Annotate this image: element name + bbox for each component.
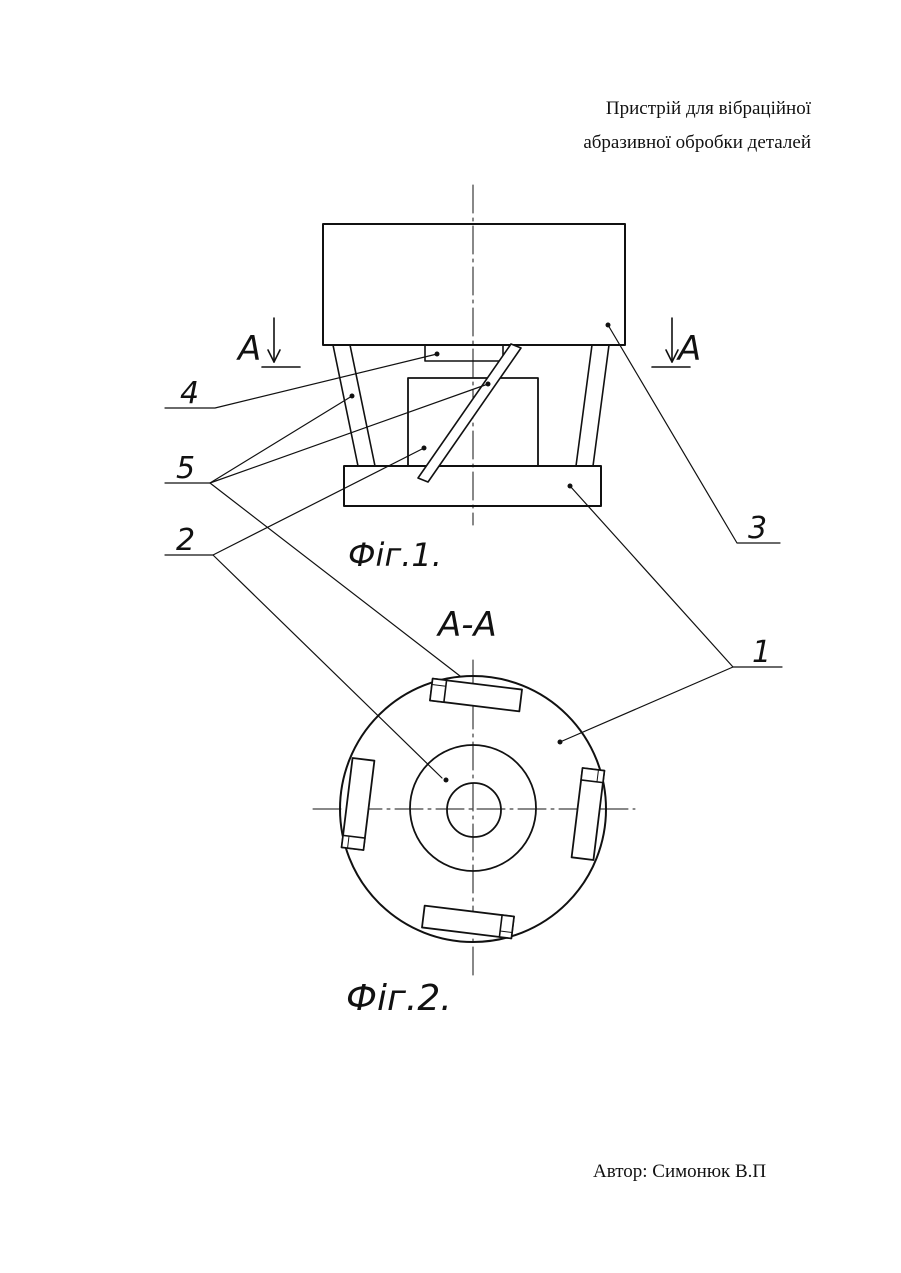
author-line: Автор: Симонюк В.П [593, 1161, 766, 1183]
pad-top [430, 679, 522, 712]
section-marker-left [262, 318, 300, 367]
callout-2: 2 [176, 523, 195, 558]
fig1-caption: Фіг.1. [348, 536, 442, 574]
upper-housing [323, 224, 625, 345]
pad-left [342, 758, 375, 850]
callout-3: 3 [748, 511, 767, 546]
callout-1: 1 [752, 635, 771, 670]
inclined-rod [418, 344, 521, 482]
pad-bottom [422, 906, 514, 939]
callout-4: 4 [180, 376, 199, 411]
fig2-caption: Фіг.2. [346, 978, 452, 1019]
pad-right [572, 768, 605, 860]
right-leg [576, 345, 609, 466]
callout-5: 5 [176, 451, 195, 486]
fig2-section-title: A-A [436, 605, 497, 645]
fig2-section-view: A-A [313, 605, 635, 1019]
hub-hole [447, 783, 501, 837]
section-letter-left: A [236, 329, 261, 369]
section-letter-right: A [676, 329, 701, 369]
left-leg [333, 345, 375, 466]
